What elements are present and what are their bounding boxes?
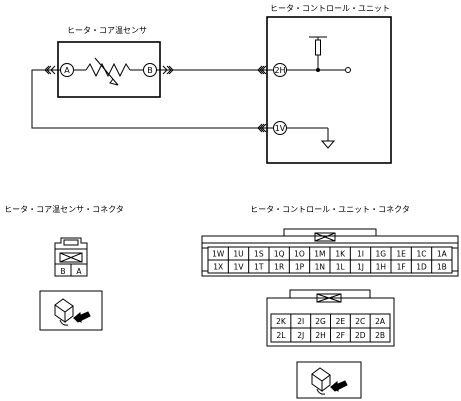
connector-pin-label: 1A — [437, 250, 448, 259]
sensor-connector-pin: A — [76, 267, 82, 276]
connector-pin-label: 1M — [314, 250, 325, 259]
internal-reference-resistor — [286, 36, 351, 73]
wire-a-to-1v — [31, 65, 274, 133]
connector-pin-label: 1E — [396, 250, 406, 259]
connector-pin-label: 1P — [295, 263, 305, 272]
terminal-a: A — [60, 63, 74, 77]
connector-pin-label: 2D — [355, 331, 366, 340]
connector-pin-label: 1V — [234, 263, 245, 272]
connector-pin-label: 2G — [315, 317, 326, 326]
pin-2h: 2H — [273, 63, 287, 77]
connector-2: 2K 2I 2G 2E 2C 2A 2L 2J 2H 2F 2D 2B — [266, 289, 395, 347]
unit-connector-title: ヒータ・コントロール・ユニット・コネクタ — [250, 205, 410, 214]
connector-pin-label: 2B — [375, 331, 385, 340]
connector-pin-label: 2E — [336, 317, 346, 326]
connector-pin-label: 2L — [276, 331, 286, 340]
connector-pin-label: 1S — [254, 250, 264, 259]
sensor-connector-title: ヒータ・コア温センサ・コネクタ — [4, 205, 124, 214]
connector-hand-icon — [296, 361, 362, 399]
connector-pin-label: 1G — [376, 250, 387, 259]
terminal-b-label: B — [147, 66, 153, 75]
connector-pin-label: 1O — [294, 250, 305, 259]
terminal-b: B — [143, 63, 157, 77]
connector-pin-label: 1J — [357, 263, 364, 272]
connector-pin-label: 1F — [397, 263, 406, 272]
thermistor-symbol — [73, 57, 144, 86]
connector-pin-label: 2H — [315, 331, 325, 340]
connector-pin-label: 2J — [297, 331, 304, 340]
pin-2h-label: 2H — [274, 66, 285, 75]
connector-1: 1W 1U 1S 1Q 1O 1M 1K 1I 1G 1E 1C 1A 1X 1V 1T 1R 1P 1N 1L 1J… — [201, 228, 459, 277]
connector-pin-label: 1L — [336, 263, 346, 272]
terminal-a-label: A — [64, 66, 70, 75]
control-unit-title: ヒータ・コントロール・ユニット — [270, 4, 390, 13]
connector-pin-label: 2C — [355, 317, 365, 326]
connector-pin-label: 1N — [315, 263, 325, 272]
connector-pin-label: 1R — [274, 263, 284, 272]
connector-pin-label: 1W — [212, 250, 225, 259]
connector-pin-label: 1K — [335, 250, 346, 259]
connector-pin-label: 1T — [254, 263, 264, 272]
sensor-connector-pin: B — [60, 267, 65, 276]
connector-pin-label: 1I — [357, 250, 364, 259]
connector-pin-label: 1C — [416, 250, 426, 259]
pin-1v: 1V — [273, 121, 287, 135]
connector-pin-label: 1B — [437, 263, 447, 272]
sensor-title: ヒータ・コア温センサ — [67, 26, 147, 35]
wire-b-to-2h — [156, 65, 274, 75]
connector-hand-icon — [39, 290, 103, 331]
control-unit-box — [266, 16, 392, 164]
connector-pin-label: 1H — [376, 263, 386, 272]
pin-1v-label: 1V — [275, 124, 286, 133]
connector-pin-label: 2A — [375, 317, 386, 326]
connector-pin-label: 2I — [297, 317, 304, 326]
connector-pin-label: 1U — [233, 250, 243, 259]
connector-pin-label: 2K — [276, 317, 287, 326]
sensor-connector: B A — [54, 237, 88, 277]
connector-pin-label: 1X — [213, 263, 223, 272]
connector-pin-label: 1D — [416, 263, 427, 272]
connector-pin-label: 1Q — [274, 250, 285, 259]
connector-pin-label: 2F — [336, 331, 345, 340]
ground-symbol — [286, 127, 336, 149]
